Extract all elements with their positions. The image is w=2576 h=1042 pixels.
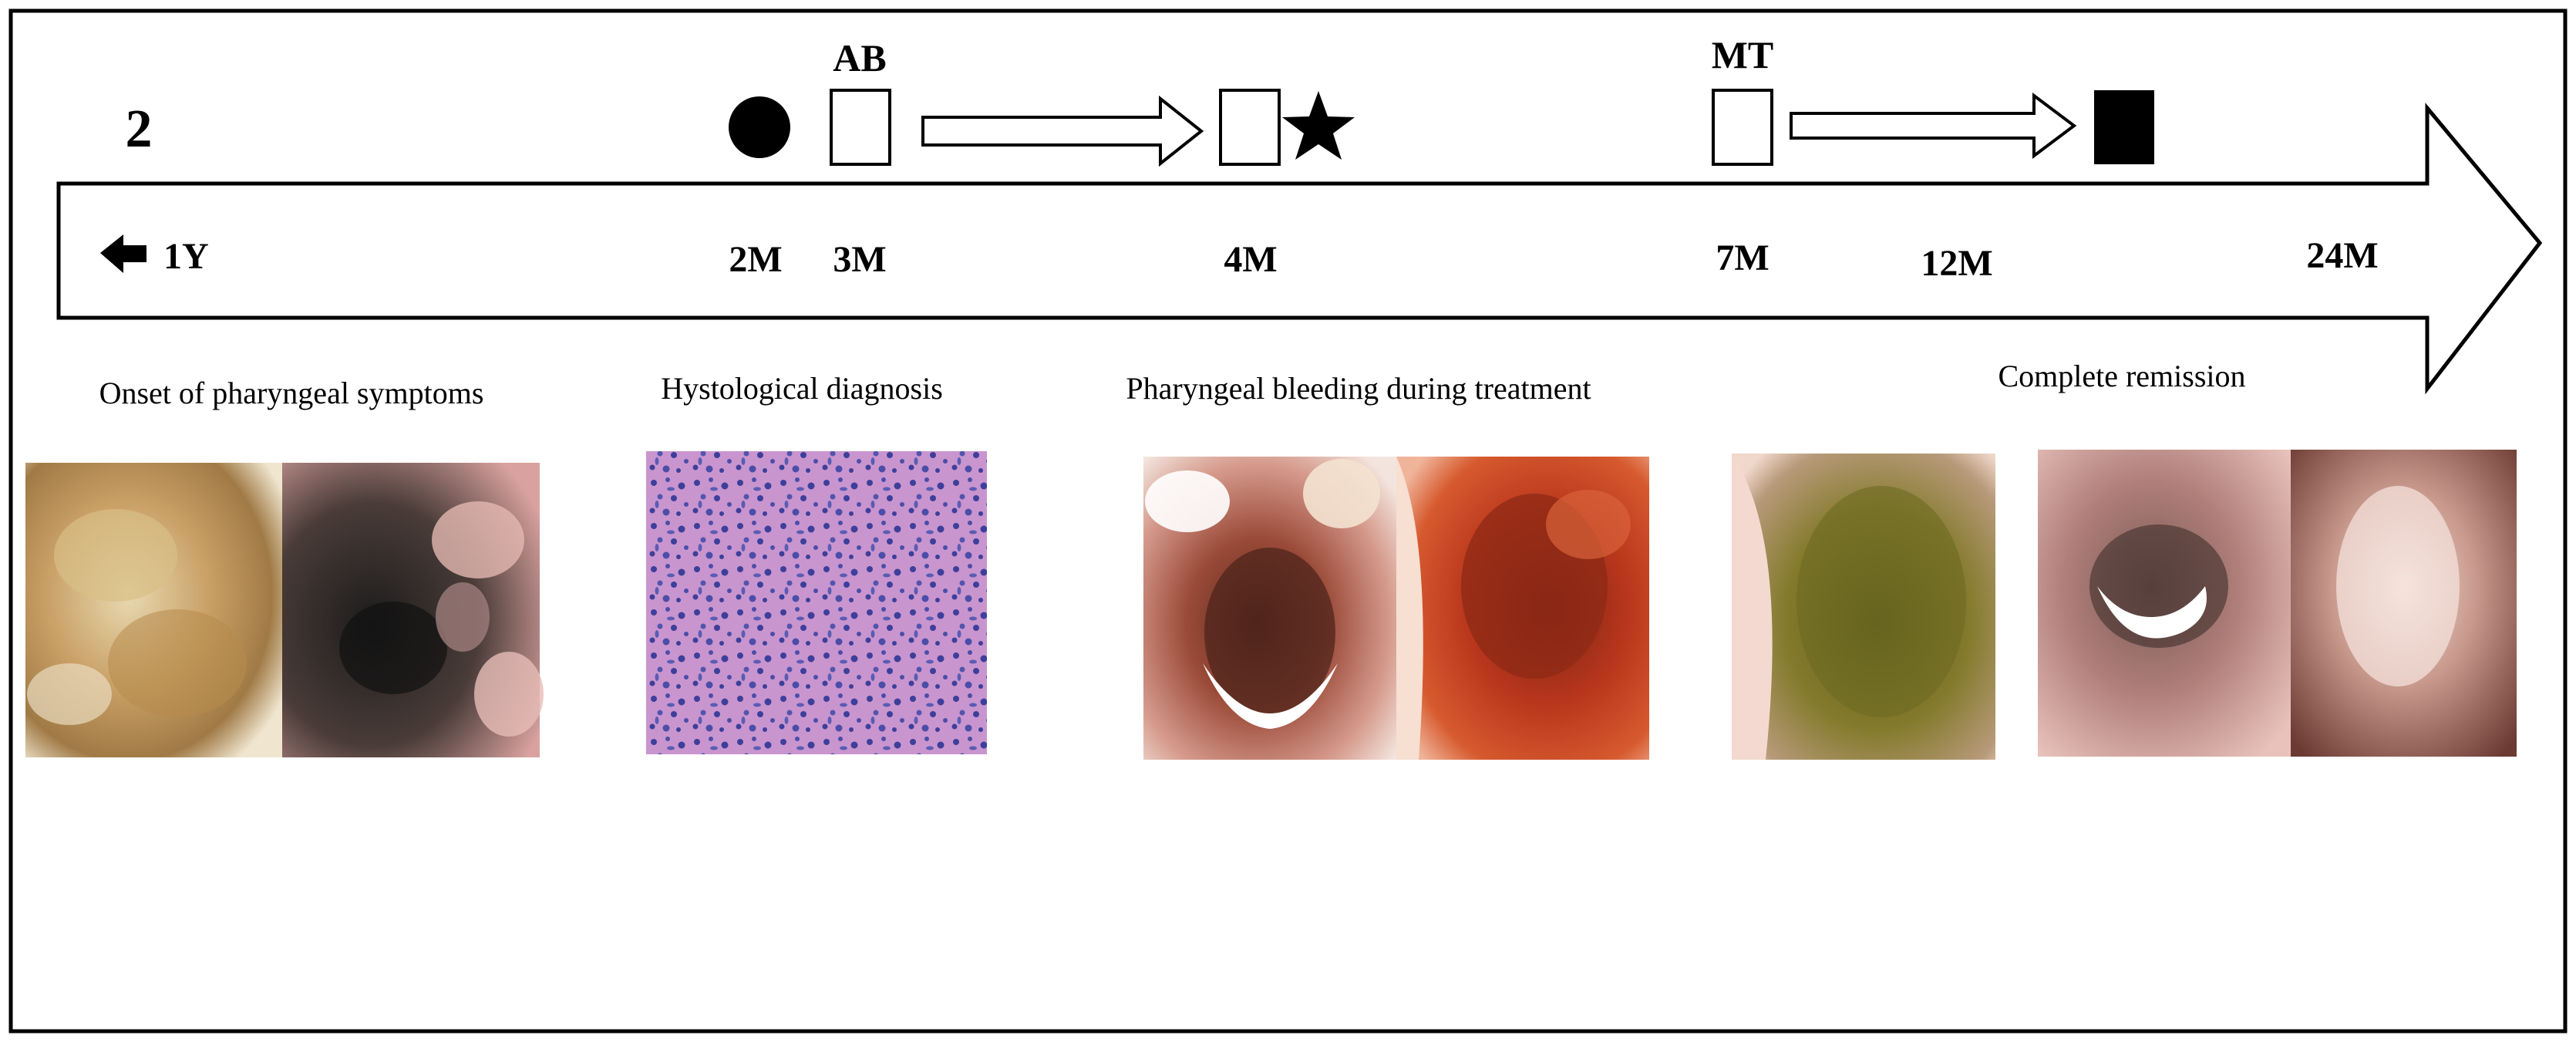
bleeding-star-icon bbox=[1282, 91, 1355, 160]
diagnosis-caption: Hystological diagnosis bbox=[661, 371, 943, 406]
tick-label-7m: 7M bbox=[1716, 238, 1769, 278]
bleeding-caption: Pharyngeal bleeding during treatment bbox=[1126, 371, 1591, 406]
before-label: 1Y bbox=[163, 236, 209, 277]
timeline-arrow bbox=[56, 103, 2543, 395]
remission-endoscopy-image-3 bbox=[2291, 450, 2517, 757]
tick-label-12m: 12M bbox=[1921, 243, 1992, 284]
remission-endoscopy-image-2 bbox=[2038, 450, 2291, 757]
figure-border bbox=[8, 8, 2568, 1034]
tick-label-24m: 24M bbox=[2306, 235, 2378, 276]
ab-treatment-label: AB bbox=[833, 36, 886, 79]
mt-start-square-icon bbox=[1712, 89, 1773, 166]
remission-endoscopy-image-1 bbox=[1732, 454, 1995, 760]
onset-caption: Onset of pharyngeal symptoms bbox=[99, 376, 484, 410]
diagnosis-dot-icon bbox=[729, 96, 790, 158]
remission-filled-square-icon bbox=[2094, 90, 2154, 164]
ab-start-square-icon bbox=[830, 89, 891, 166]
mt-duration-arrow bbox=[1790, 93, 2077, 159]
ab-duration-arrow bbox=[921, 95, 1204, 167]
histology-image bbox=[646, 451, 987, 754]
bleeding-endoscopy-image-2 bbox=[1396, 457, 1649, 760]
ab-end-square-icon bbox=[1219, 89, 1281, 166]
onset-endoscopy-image-2 bbox=[282, 463, 544, 757]
onset-endoscopy-image-1 bbox=[25, 463, 282, 757]
bleeding-endoscopy-image-1 bbox=[1143, 457, 1396, 760]
left-arrow-icon bbox=[100, 234, 146, 273]
tick-label-3m: 3M bbox=[833, 239, 886, 280]
panel-label: 2 bbox=[126, 99, 153, 159]
mt-treatment-label: MT bbox=[1712, 33, 1774, 76]
tick-label-4m: 4M bbox=[1224, 239, 1277, 280]
tick-label-2m: 2M bbox=[729, 239, 782, 280]
remission-caption: Complete remission bbox=[1998, 359, 2245, 393]
